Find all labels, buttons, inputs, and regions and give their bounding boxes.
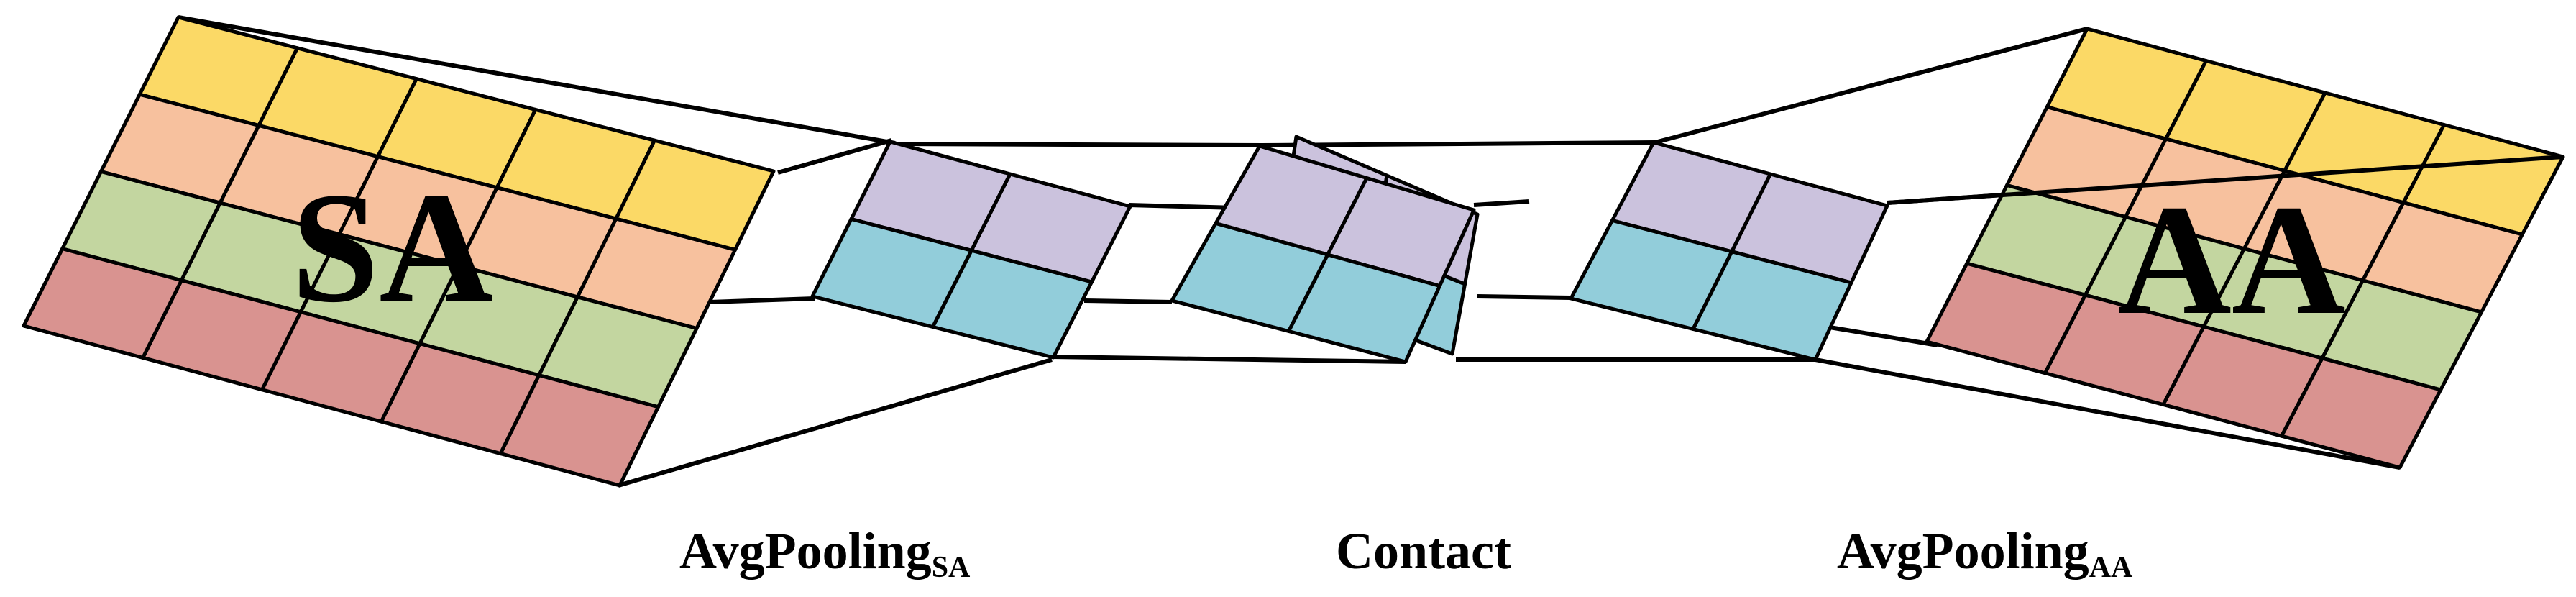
caption-contact: Contact: [1336, 522, 1511, 580]
connector-contact-pool2-top: [1261, 140, 1656, 147]
caption-avgpooling-sa-sub: SA: [932, 551, 971, 584]
contact-front-cell-r2-c2: [1287, 252, 1441, 364]
connector-sa-bottom2: [618, 357, 1053, 488]
avgpooling-sa-block: [810, 140, 1132, 360]
connector-contact-pool2-bottom: [1477, 294, 1572, 300]
caption-avgpooling-sa: AvgPoolingSA: [679, 522, 971, 584]
sa-label: SA: [291, 160, 493, 335]
avgpooling-aa-block: [1569, 140, 1889, 362]
connector-pool1-contact-bottom2: [1051, 355, 1406, 364]
connector-aa-bottom2: [1815, 357, 2401, 470]
connector-sa-top2: [777, 138, 892, 175]
connector-sa-top: [178, 15, 896, 145]
contact-front-block: [1170, 144, 1476, 364]
pool-sa-cell-r2-c2: [931, 248, 1094, 360]
sa-feature-map: [22, 15, 776, 488]
connector-aa-bottom: [1829, 325, 1938, 347]
connector-aa-overlay: [1887, 155, 2564, 205]
caption-avgpooling-sa-main: AvgPooling: [679, 522, 932, 580]
aa-feature-map: [1925, 27, 2565, 470]
connector-pool1-contact-bottom: [1083, 298, 1173, 304]
aa-label: AA: [2117, 172, 2346, 347]
connector-aa-top: [1654, 27, 2088, 145]
caption-avgpooling-aa: AvgPoolingAA: [1837, 522, 2133, 584]
caption-avgpooling-aa-sub: AA: [2089, 551, 2133, 584]
caption-avgpooling-aa-main: AvgPooling: [1837, 522, 2089, 580]
connector-contact-pool2-mid: [1473, 199, 1530, 207]
aa-map-cell-r4-c4: [2280, 356, 2443, 470]
connector-pool1-contact-top: [885, 142, 1262, 147]
sa-map-cell-r4-c5: [498, 373, 660, 488]
pool-aa-cell-r2-c2: [1691, 250, 1853, 362]
